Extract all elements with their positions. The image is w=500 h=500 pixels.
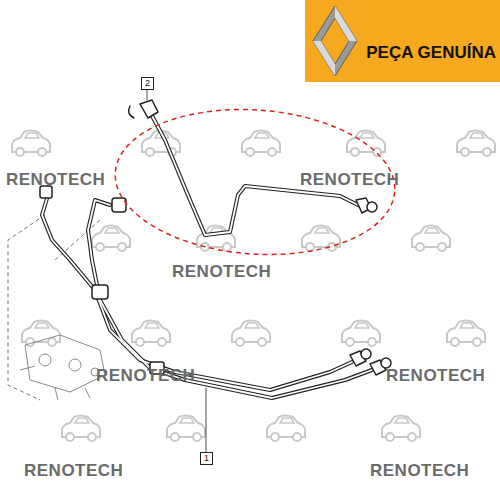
- genuine-part-banner: PEÇA GENUÍNA: [305, 0, 500, 82]
- renault-logo: [305, 0, 365, 82]
- callout-number: 1: [204, 454, 209, 463]
- pipe-assembly-1: [40, 186, 391, 452]
- pipe-2: [129, 90, 377, 235]
- watermark: RENOTECH: [24, 461, 123, 481]
- callout-box: 1: [200, 452, 213, 465]
- watermark: RENOTECH: [370, 461, 469, 481]
- watermark: RENOTECH: [6, 170, 105, 190]
- watermark: RENOTECH: [386, 366, 485, 386]
- callout-box: 2: [141, 77, 154, 90]
- engine-part-sketch: [20, 335, 105, 400]
- watermark: RENOTECH: [96, 366, 195, 386]
- watermark: RENOTECH: [172, 262, 271, 282]
- watermark: RENOTECH: [300, 170, 399, 190]
- banner-text: PEÇA GENUÍNA: [366, 44, 496, 63]
- callout-number: 2: [145, 79, 150, 88]
- highlight-ellipse: [110, 100, 399, 263]
